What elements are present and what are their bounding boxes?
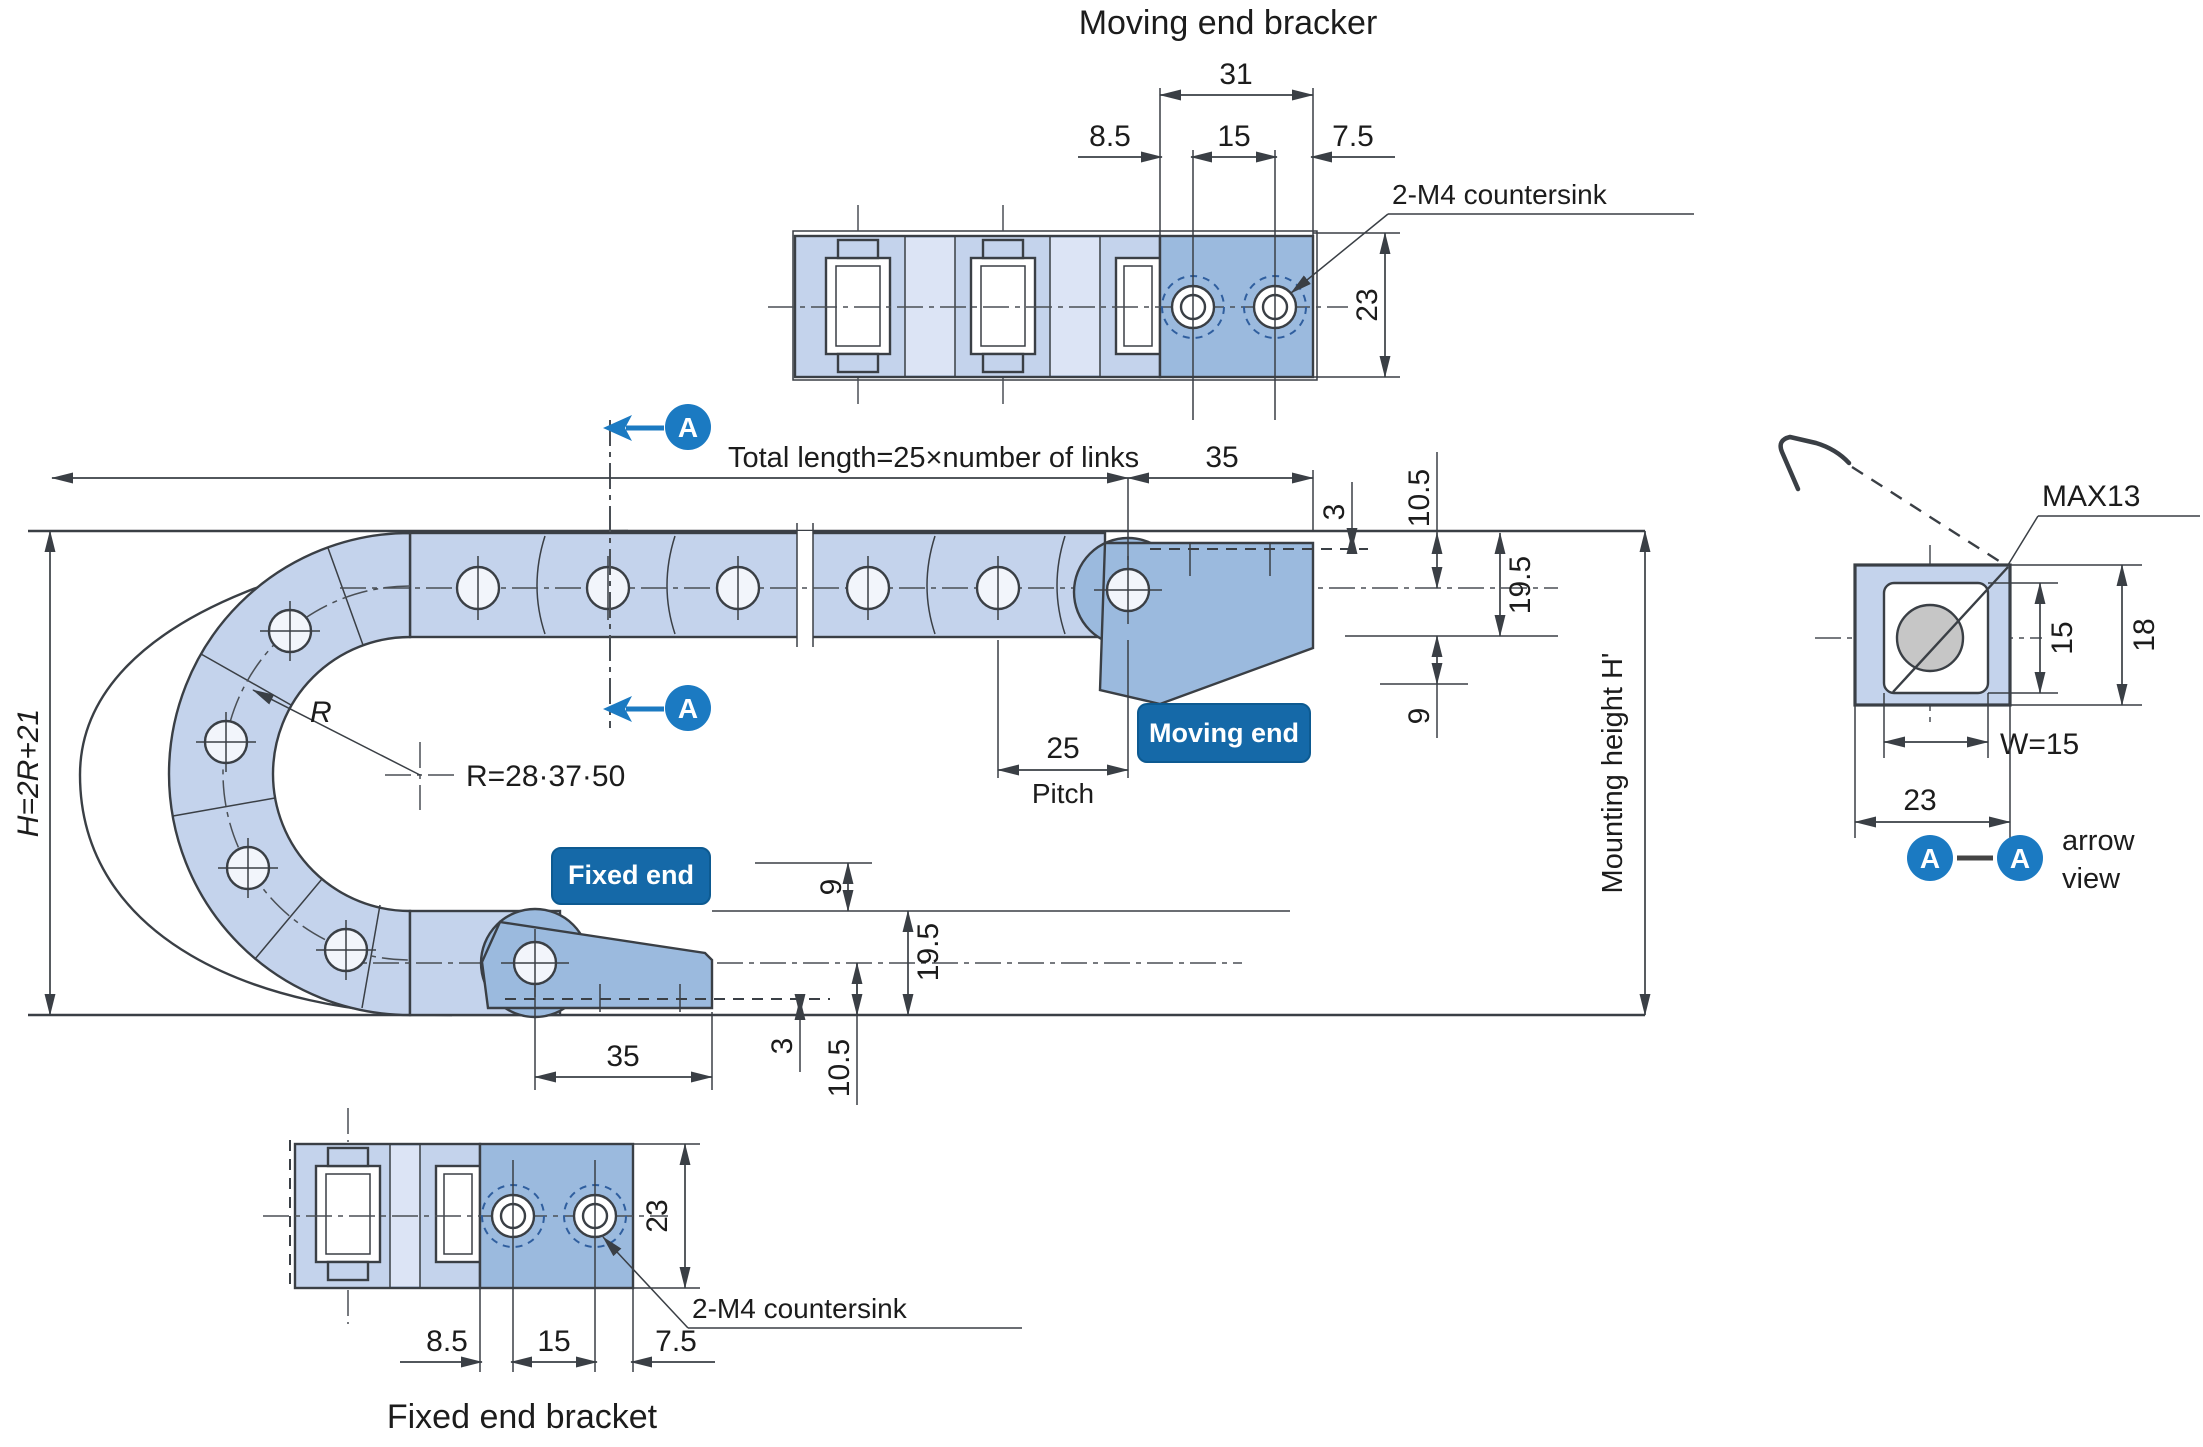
section-arrow-bottom: A <box>603 685 711 731</box>
arrow-view-legend: A A arrow view <box>1907 825 2136 895</box>
dim-15: 15 <box>537 1325 570 1358</box>
section-letter-badge <box>665 685 711 731</box>
dim-35-moving: 35 <box>1205 441 1238 474</box>
dim-8-5: 8.5 <box>1089 120 1131 153</box>
link-roller-window <box>434 1164 482 1264</box>
dim-15-inner: 15 <box>2046 621 2079 654</box>
dim-9-moving: 9 <box>1403 708 1436 725</box>
radius-arrow-label: R <box>310 696 332 729</box>
link-roller-window <box>824 238 892 374</box>
opener-hook <box>1778 434 1852 492</box>
dim-23: 23 <box>1351 288 1384 321</box>
chain-bend <box>167 531 412 1017</box>
dim-19-5-moving: 19.5 <box>1504 556 1537 614</box>
dim-7-5: 7.5 <box>655 1325 697 1358</box>
dim-15: 15 <box>1217 120 1250 153</box>
dim-23-section: 23 <box>1903 784 1936 817</box>
dim-19-5-fixed: 19.5 <box>912 923 945 981</box>
section-letter: A <box>678 693 698 724</box>
dim-pitch-value: 25 <box>1046 732 1079 765</box>
dim-31: 31 <box>1219 58 1252 91</box>
fixed-end-bracket-top-view: 8.5 15 7.5 23 2-M4 countersink Fixed end… <box>263 1108 1022 1436</box>
dim-23: 23 <box>641 1199 674 1232</box>
section-letter: A <box>1920 843 1940 874</box>
section-letter-badge <box>1907 835 1953 881</box>
link-roller-window <box>314 1146 382 1282</box>
chain-pivots <box>196 556 1021 980</box>
countersink-label: 2-M4 countersink <box>1392 179 1608 210</box>
dim-18-outer: 18 <box>2128 618 2161 651</box>
chain-side-view: A A Total length=25×number of links 35 2… <box>12 404 1651 1105</box>
pitch-label: Pitch <box>1032 778 1094 809</box>
mounting-height-label: Mounting height H' <box>1597 653 1629 894</box>
top-view-title: Moving end bracker <box>1079 4 1378 42</box>
section-letter-badge <box>665 404 711 450</box>
dim-8-5: 8.5 <box>426 1325 468 1358</box>
max13-label: MAX13 <box>2042 480 2140 513</box>
arrow-view-label-line2: view <box>2062 863 2121 895</box>
countersink-label: 2-M4 countersink <box>692 1293 908 1324</box>
dim-9-fixed: 9 <box>815 879 848 896</box>
section-arrow-top: A <box>603 404 711 450</box>
section-letter-badge <box>1997 835 2043 881</box>
link-roller-window <box>969 238 1037 374</box>
fixed-end-bracket-side <box>479 907 830 1019</box>
section-letter: A <box>678 412 698 443</box>
dim-35-fixed: 35 <box>606 1040 639 1073</box>
moving-end-button-label: Moving end <box>1149 718 1299 748</box>
dim-7-5: 7.5 <box>1332 120 1374 153</box>
fixed-end-button[interactable]: Fixed end <box>551 847 711 905</box>
height-formula: H=2R+21 <box>12 709 45 837</box>
dim-10-5-fixed: 10.5 <box>823 1039 856 1097</box>
fixed-end-button-label: Fixed end <box>568 860 694 890</box>
moving-end-bracket-top-view: 31 8.5 15 7.5 23 2-M4 countersink Moving… <box>768 4 1694 420</box>
section-letter: A <box>2010 843 2030 874</box>
total-length-label: Total length=25×number of links <box>728 442 1139 474</box>
moving-end-bracket-side <box>1072 536 1368 706</box>
dim-10-5-moving: 10.5 <box>1403 469 1436 527</box>
arrow-view-label-line1: arrow <box>2062 825 2136 857</box>
cable-diameter-line <box>1892 566 2009 693</box>
radius-values: R=28·37·50 <box>466 760 625 793</box>
link-roller-window <box>1114 256 1162 356</box>
dim-3-moving: 3 <box>1318 504 1351 521</box>
moving-end-button[interactable]: Moving end <box>1137 703 1311 763</box>
cable-circle <box>1895 603 1965 673</box>
dim-3-fixed: 3 <box>766 1038 799 1055</box>
bottom-view-title: Fixed end bracket <box>387 1398 658 1436</box>
cross-section-view: MAX13 15 18 W=15 23 A A arrow view <box>1778 434 2200 895</box>
dim-w15: W=15 <box>2000 728 2079 761</box>
